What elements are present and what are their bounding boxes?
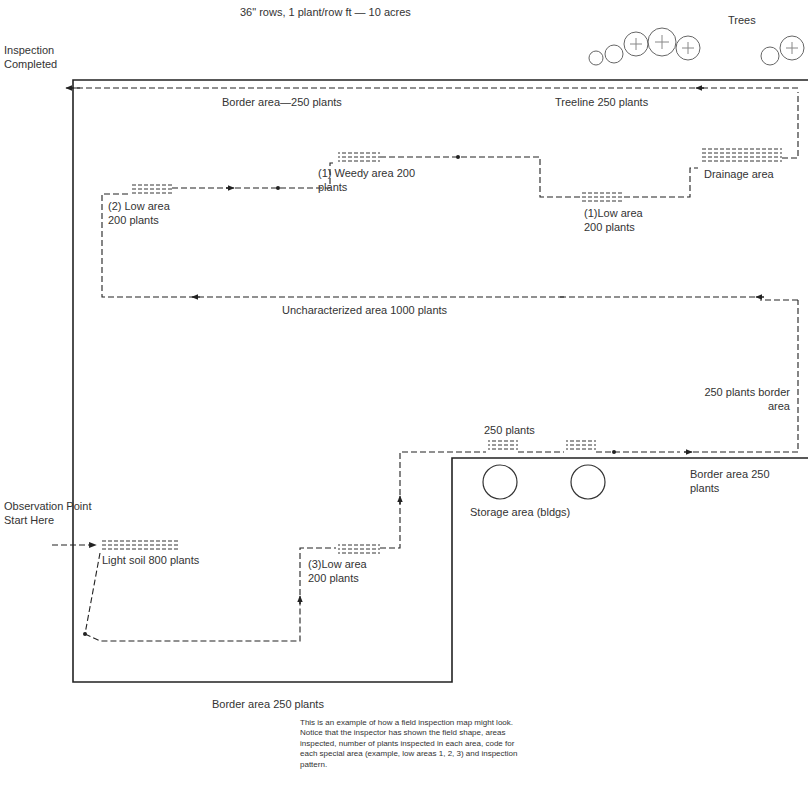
area-label: (1)Low area 200 plants [584,207,664,235]
area-label: (3)Low area 200 plants [308,558,388,586]
inspection-path [52,88,798,641]
area-label: (2) Low area 200 plants [108,200,188,228]
storage-buildings [483,465,605,499]
start-label: Observation Point Start Here [4,500,104,528]
area-label: Uncharacterized area 1000 plants [282,304,447,318]
field-outline [73,80,808,682]
area-label: Border area 250 plants [690,468,770,496]
area-label: Light soil 800 plants [102,554,199,568]
area-label: Treeline 250 plants [555,96,648,110]
area-label: (1) Weedy area 200 plants [318,167,418,195]
storage-label: Storage area (bldgs) [470,506,570,520]
trees [589,28,804,65]
area-label: 250 plants border area [690,386,790,414]
area-label: Border area—250 plants [222,96,342,110]
area-label: 250 plants [484,424,535,438]
map-title: 36" rows, 1 plant/row ft — 10 acres [240,6,411,20]
completion-label: Inspection Completed [4,44,84,72]
area-label: Border area 250 plants [212,698,324,712]
caption-note: This is an example of how a field inspec… [300,718,520,770]
path-dots [83,155,616,636]
trees-label: Trees [728,14,756,28]
area-label: Drainage area [704,168,804,182]
path-arrows [66,88,764,604]
inspected-rows [100,148,782,555]
